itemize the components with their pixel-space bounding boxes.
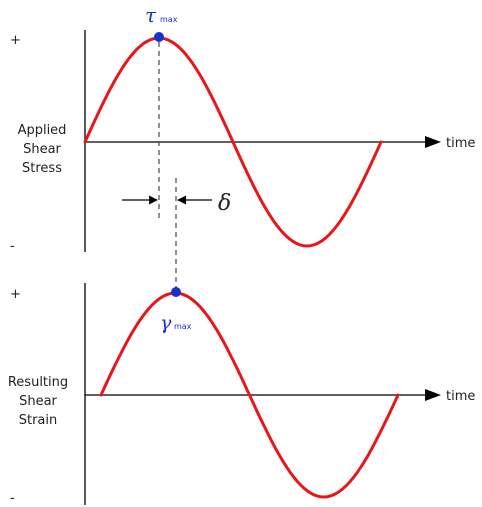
- strain-ylabel-line1: Resulting: [8, 375, 68, 390]
- strain-time-arrowhead: [425, 389, 441, 401]
- stress-plot: time + - Applied Shear Stress τ max: [10, 3, 475, 254]
- strain-ylabel-line2: Shear: [19, 394, 57, 409]
- stress-ylabel-line1: Applied: [18, 123, 67, 138]
- strain-minus-label: -: [10, 491, 15, 506]
- strain-plot: time + - Resulting Shear Strain γ max: [8, 283, 475, 506]
- gamma-max-symbol: γ: [160, 312, 172, 334]
- tau-max-subscript: max: [160, 15, 178, 24]
- stress-ylabel-line3: Stress: [22, 161, 62, 176]
- stress-time-arrowhead: [425, 136, 441, 148]
- stress-plus-label: +: [10, 33, 21, 48]
- gamma-max-marker: [171, 287, 181, 297]
- stress-wave: [83, 36, 383, 248]
- gamma-max-subscript: max: [174, 322, 192, 331]
- phase-lag-annotation: δ: [122, 42, 231, 288]
- strain-plus-label: +: [10, 287, 21, 302]
- strain-ylabel-line3: Strain: [19, 413, 58, 428]
- delta-symbol: δ: [218, 191, 231, 216]
- tau-max-symbol: τ: [145, 3, 157, 27]
- stress-ylabel-line2: Shear: [23, 142, 61, 157]
- stress-time-label: time: [446, 136, 475, 151]
- strain-time-label: time: [446, 389, 475, 404]
- tau-max-marker: [154, 32, 164, 42]
- strain-wave: [99, 291, 400, 499]
- stress-minus-label: -: [10, 239, 15, 254]
